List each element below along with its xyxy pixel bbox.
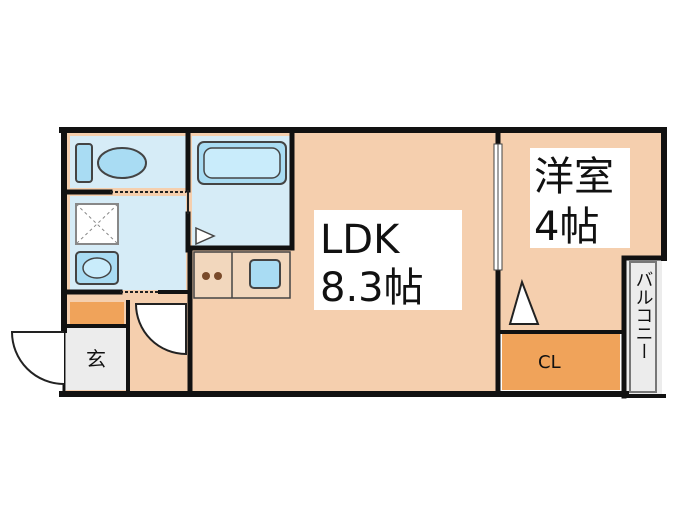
fixtures [75, 141, 291, 299]
closet-floor [502, 334, 620, 390]
entrance-door [10, 331, 65, 385]
balcony-label: バルコニー [633, 270, 654, 360]
ldk-label-box [314, 210, 462, 310]
balcony-strip [629, 261, 657, 393]
walls [59, 127, 667, 399]
closet-label: CL [538, 352, 561, 373]
ldk-name: LDK [320, 217, 401, 263]
sliding-door [493, 143, 503, 271]
toilet-bowl [97, 147, 147, 179]
doors [10, 190, 540, 385]
entrance-floor [66, 328, 128, 390]
toilet-tank [75, 143, 93, 183]
labels: LDK 8.3帖 洋室 4帖 CL 玄 バルコニー [86, 148, 654, 373]
stove-burner [202, 272, 210, 280]
western-label-box [530, 148, 630, 248]
kitchen-sink [249, 259, 281, 289]
western-door [508, 278, 540, 325]
shoe-box [70, 302, 124, 324]
hall-door [134, 303, 187, 356]
stove-burner [214, 272, 222, 280]
entrance-label: 玄 [86, 347, 106, 371]
ldk-size: 8.3帖 [320, 265, 424, 311]
western-size: 4帖 [534, 204, 599, 250]
western-name: 洋室 [534, 154, 614, 200]
